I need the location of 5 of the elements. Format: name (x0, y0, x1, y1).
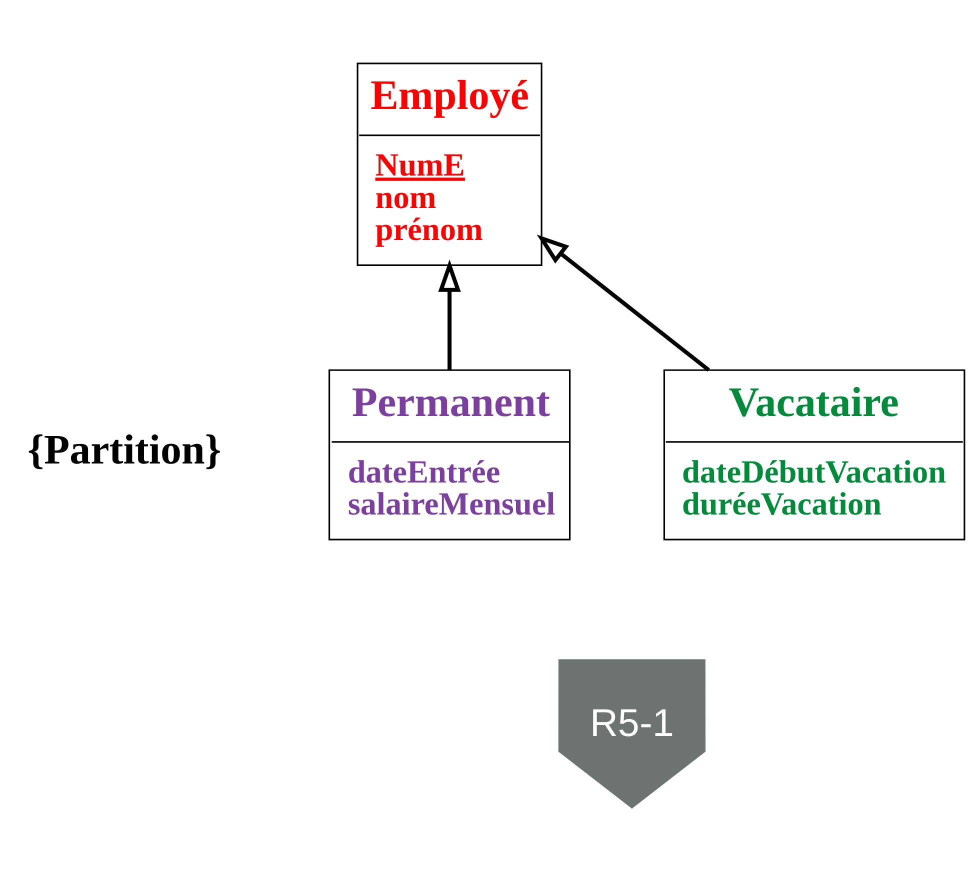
label: {Partition} (27, 427, 222, 474)
arrow (536, 234, 710, 372)
arrow (438, 260, 461, 370)
node-box: Employé NumE nom prénom (356, 62, 542, 266)
node-box: Vacataire dateDébutVacation duréeVacation (663, 369, 966, 540)
